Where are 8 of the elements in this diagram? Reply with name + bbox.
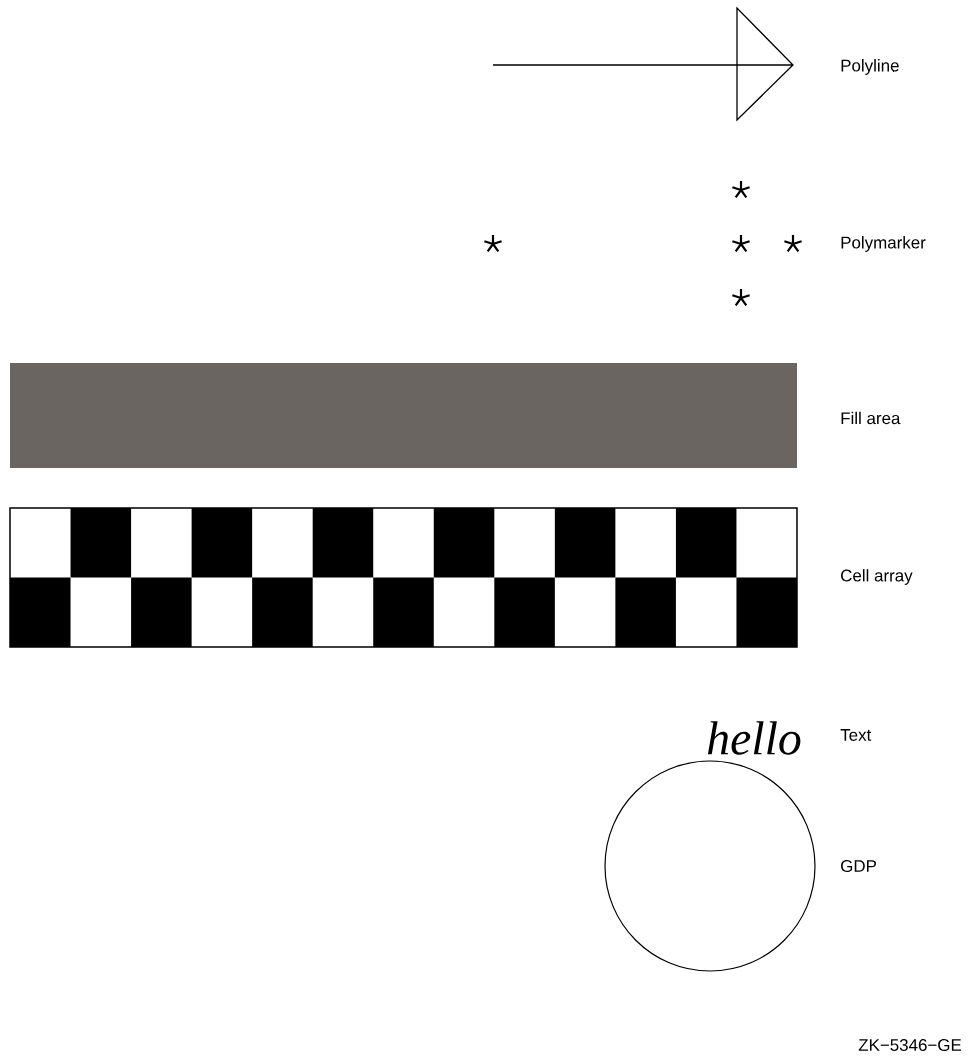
primitive-label: GDP xyxy=(841,860,876,872)
primitive-label: Cell array xyxy=(841,569,913,585)
figure-id: ZK−5346−GE xyxy=(858,1039,962,1051)
primitive-label: Polymarker xyxy=(841,236,926,252)
primitive-label: Fill area xyxy=(841,411,901,425)
primitive-label: Polyline xyxy=(841,59,899,75)
sample-text: hello xyxy=(707,721,801,755)
primitive-label: Text xyxy=(840,729,872,741)
